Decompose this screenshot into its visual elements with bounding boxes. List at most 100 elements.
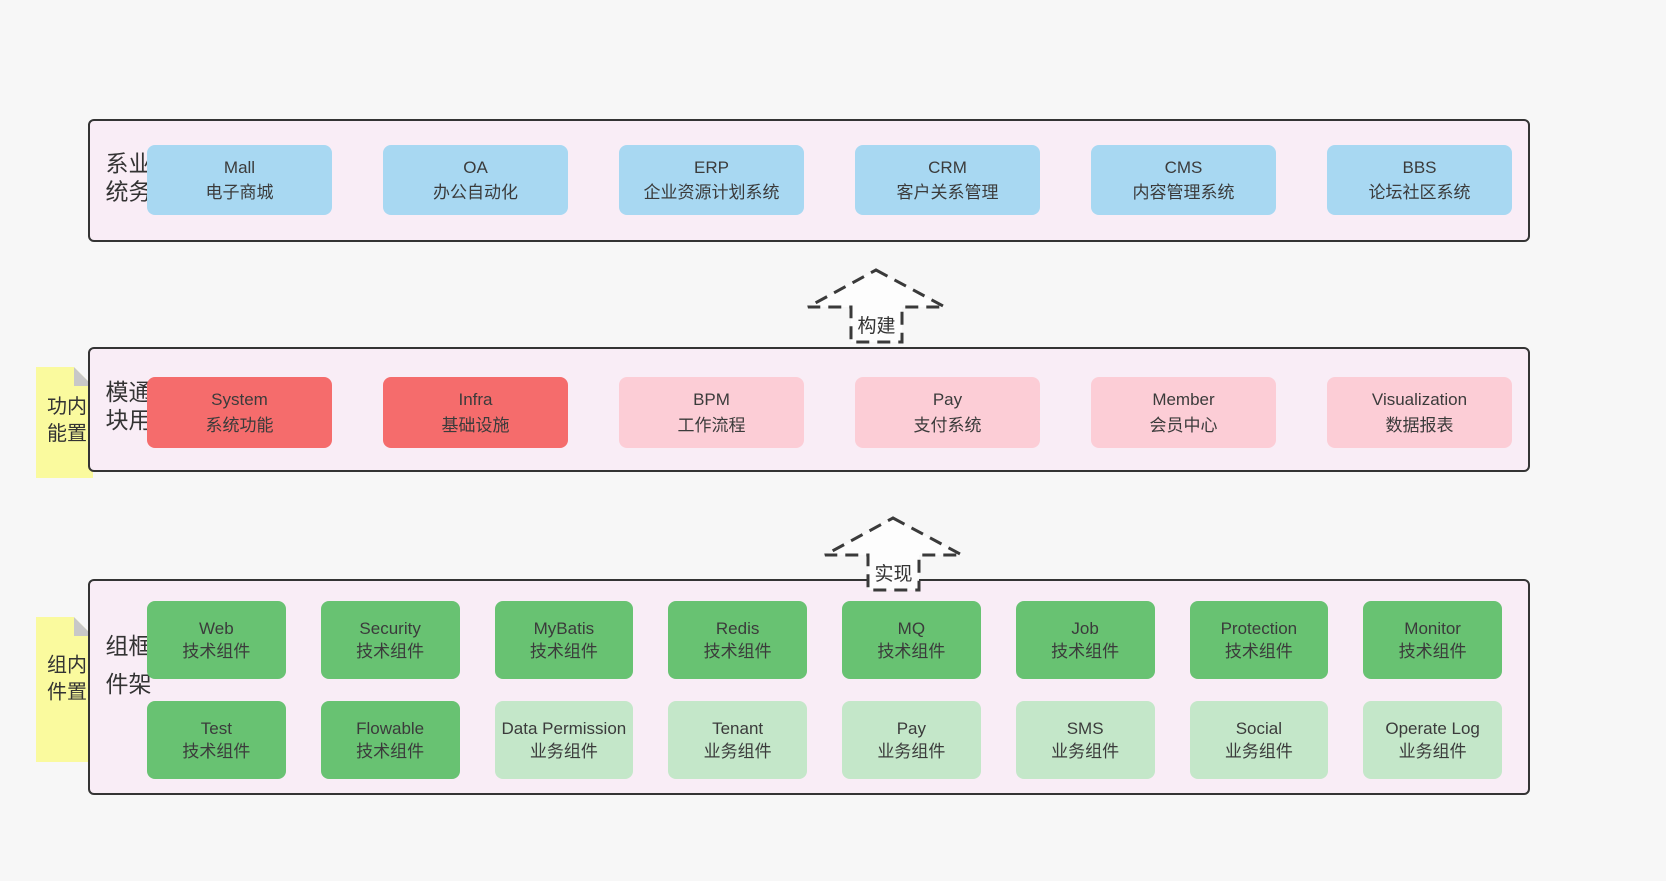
box-subtitle: 技术组件 [1398, 642, 1467, 661]
box-subtitle: 会员中心 [1149, 415, 1218, 435]
box-title: Protection [1220, 618, 1298, 638]
box-title: Pay [932, 390, 963, 409]
box-subtitle: 技术组件 [356, 642, 425, 661]
arrow-build: 构建 [805, 267, 948, 345]
box-subtitle: 内容管理系统 [1132, 183, 1235, 202]
box-crm: CRM 客户关系管理 [855, 145, 1040, 215]
box-mybatis: MyBatis 技术组件 [494, 601, 634, 679]
box-title: System [211, 390, 268, 409]
box-subtitle: 业务组件 [1224, 742, 1293, 761]
box-title: Visualization [1371, 390, 1468, 409]
box-system: System 系统功能 [147, 377, 332, 448]
panel-business-label: 业务系统 [102, 150, 151, 207]
box-subtitle: 数据报表 [1385, 415, 1454, 435]
box-member: Member 会员中心 [1091, 377, 1276, 448]
box-operate-log: Operate Log 业务组件 [1363, 701, 1502, 779]
box-title: Web [199, 618, 234, 638]
panel-modules-label: 通用模块 [102, 379, 151, 436]
box-subtitle: 论坛社区系统 [1368, 183, 1471, 202]
box-title: ERP [694, 157, 729, 177]
box-title: Monitor [1404, 618, 1461, 638]
box-subtitle: 办公自动化 [433, 183, 518, 202]
panel-components-label: 框架组件 [102, 634, 151, 710]
box-subtitle: 技术组件 [703, 642, 772, 661]
box-title: Redis [715, 618, 760, 638]
box-title: Test [200, 718, 232, 738]
components-box-row-1: Web 技术组件 Security 技术组件 MyBatis 技术组件 Redi… [147, 601, 1502, 679]
box-title: OA [463, 157, 488, 177]
box-subtitle: 工作流程 [677, 415, 746, 435]
box-subtitle: 技术组件 [356, 742, 425, 761]
box-title: Pay [896, 718, 927, 738]
box-subtitle: 业务组件 [1398, 742, 1467, 761]
box-title: Operate Log [1385, 718, 1480, 738]
box-subtitle: 客户关系管理 [896, 183, 999, 202]
box-title: Social [1235, 718, 1283, 738]
box-title: MQ [897, 618, 926, 638]
box-bpm: BPM 工作流程 [619, 377, 804, 448]
box-title: CMS [1164, 157, 1203, 177]
box-subtitle: 业务组件 [877, 742, 946, 761]
box-bbs: BBS 论坛社区系统 [1327, 145, 1512, 215]
box-title: Infra [458, 390, 493, 409]
box-mall: Mall 电子商城 [147, 145, 332, 215]
box-subtitle: 系统功能 [205, 415, 274, 435]
box-subtitle: 业务组件 [529, 742, 598, 761]
box-job: Job 技术组件 [1015, 601, 1155, 679]
box-title: Member [1152, 390, 1215, 409]
panel-business-systems: 业务系统 Mall 电子商城 OA 办公自动化 ERP 企业资源计划系统 CRM… [88, 119, 1530, 242]
components-box-row-2: Test 技术组件 Flowable 技术组件 Data Permission … [147, 701, 1502, 779]
up-arrow-icon [824, 516, 963, 592]
box-pay-business: Pay 业务组件 [842, 701, 981, 779]
box-security: Security 技术组件 [320, 601, 460, 679]
panel-common-modules: 通用模块 System 系统功能 Infra 基础设施 BPM 工作流程 Pay… [88, 347, 1530, 472]
box-title: Security [359, 618, 421, 638]
box-redis: Redis 技术组件 [668, 601, 807, 679]
box-title: Data Permission [501, 718, 627, 738]
business-box-row: Mall 电子商城 OA 办公自动化 ERP 企业资源计划系统 CRM 客户关系… [147, 145, 1512, 215]
box-protection: Protection 技术组件 [1189, 601, 1329, 679]
box-social: Social 业务组件 [1189, 701, 1329, 779]
box-subtitle: 技术组件 [877, 642, 946, 661]
box-oa: OA 办公自动化 [383, 145, 568, 215]
panel-framework-components: 框架组件 Web 技术组件 Security 技术组件 MyBatis 技术组件… [88, 579, 1530, 795]
box-title: BBS [1402, 157, 1437, 177]
up-arrow-icon [807, 268, 946, 344]
box-web: Web 技术组件 [147, 601, 286, 679]
box-mq: MQ 技术组件 [842, 601, 981, 679]
box-subtitle: 业务组件 [703, 742, 772, 761]
box-subtitle: 业务组件 [1051, 742, 1120, 761]
box-tenant: Tenant 业务组件 [668, 701, 807, 779]
box-subtitle: 基础设施 [441, 415, 510, 435]
box-title: Job [1071, 618, 1099, 638]
box-flowable: Flowable 技术组件 [320, 701, 460, 779]
box-subtitle: 技术组件 [1051, 642, 1120, 661]
sticky-note-label: 内置组件 [43, 653, 86, 708]
box-sms: SMS 业务组件 [1015, 701, 1155, 779]
box-visualization: Visualization 数据报表 [1327, 377, 1512, 448]
sticky-note-label: 内置功能 [43, 394, 86, 449]
sticky-note-builtin-components: 内置组件 [36, 617, 93, 762]
box-title: Mall [223, 157, 256, 177]
box-infra: Infra 基础设施 [383, 377, 568, 448]
modules-box-row: System 系统功能 Infra 基础设施 BPM 工作流程 Pay 支付系统… [147, 377, 1512, 448]
box-subtitle: 电子商城 [205, 183, 274, 202]
box-subtitle: 技术组件 [1224, 642, 1293, 661]
box-erp: ERP 企业资源计划系统 [619, 145, 804, 215]
box-subtitle: 技术组件 [182, 742, 251, 761]
box-monitor: Monitor 技术组件 [1363, 601, 1502, 679]
box-title: BPM [693, 390, 730, 409]
box-pay: Pay 支付系统 [855, 377, 1040, 448]
sticky-note-builtin-features: 内置功能 [36, 367, 93, 478]
box-subtitle: 技术组件 [182, 642, 251, 661]
box-cms: CMS 内容管理系统 [1091, 145, 1276, 215]
box-subtitle: 技术组件 [529, 642, 598, 661]
box-subtitle: 支付系统 [913, 415, 982, 435]
box-title: SMS [1066, 718, 1104, 738]
arrow-build-label: 构建 [854, 311, 899, 338]
box-title: Tenant [712, 718, 764, 738]
box-data-permission: Data Permission 业务组件 [494, 701, 634, 779]
box-title: MyBatis [533, 618, 595, 638]
arrow-implement-label: 实现 [871, 559, 916, 586]
box-test: Test 技术组件 [147, 701, 286, 779]
